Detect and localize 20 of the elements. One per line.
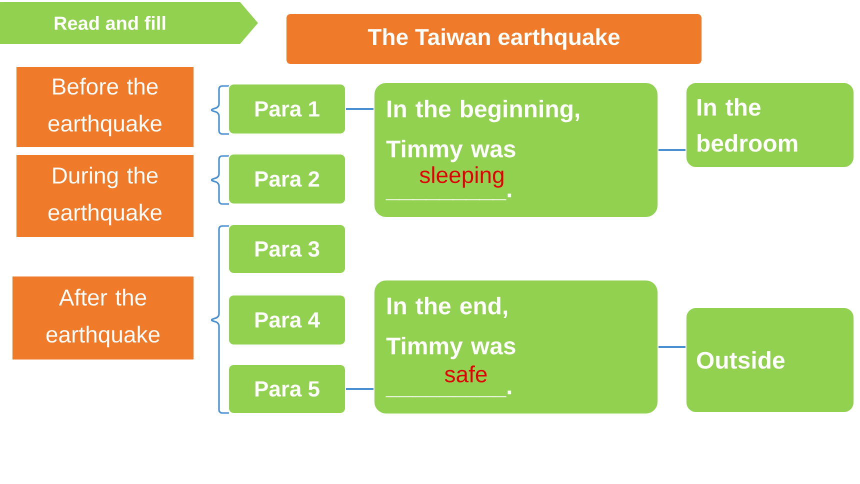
answer-text: safe bbox=[444, 366, 487, 382]
stage-label-box: During the earthquake bbox=[16, 154, 194, 238]
answer-text: sleeping bbox=[420, 166, 504, 188]
place-box: In the bedroom bbox=[686, 82, 854, 168]
stage-label-box: After the earthquake bbox=[12, 276, 194, 360]
banner: Read and fill bbox=[0, 2, 258, 44]
connector-line bbox=[346, 388, 374, 390]
fill-in-box: In the end, Timmy was _________. safe bbox=[374, 280, 658, 414]
fill-in-box: In the beginning, Timmy was _________. sleeping bbox=[374, 82, 658, 218]
stage-label-box: Before the earthquake bbox=[16, 66, 194, 148]
place-box: Outside bbox=[686, 307, 854, 413]
connector-line bbox=[346, 108, 374, 110]
paragraph-box: Para 4 bbox=[228, 294, 346, 346]
title-box: The Taiwan earthquake bbox=[286, 14, 702, 64]
paragraph-box: Para 1 bbox=[228, 84, 346, 134]
paragraph-box: Para 3 bbox=[228, 224, 346, 274]
connector-line bbox=[658, 346, 686, 348]
paragraph-box: Para 2 bbox=[228, 154, 346, 204]
paragraph-box: Para 5 bbox=[228, 364, 346, 414]
connector-line bbox=[658, 149, 686, 151]
